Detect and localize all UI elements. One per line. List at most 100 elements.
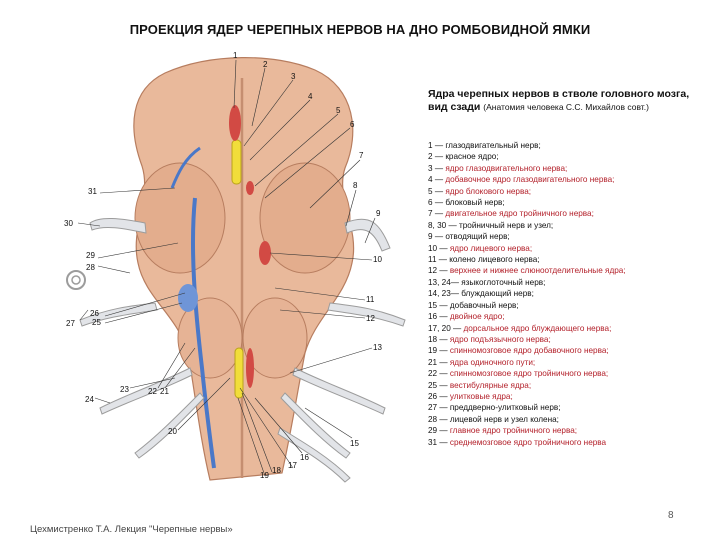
oculomotor-nucleus — [231, 139, 242, 185]
legend-item: 16 — двойное ядро; — [428, 311, 713, 322]
vestibular-nuclei — [178, 284, 198, 312]
legend-item-number: 15 — — [428, 300, 448, 310]
legend-item-number: 14, 23— — [428, 289, 459, 299]
legend-item: 19 — спинномозговое ядро добавочного нер… — [428, 345, 713, 356]
figure-label: 11 — [366, 295, 375, 304]
legend-item-text: отводящий нерв; — [445, 232, 510, 242]
legend-item-text: ядро лицевого нерва; — [449, 243, 533, 253]
legend-item-text: дорсальное ядро блуждающего нерва; — [463, 323, 612, 333]
legend-item-number: 25 — — [428, 380, 448, 390]
facial-nucleus — [259, 241, 271, 265]
legend-item-text: улитковые ядра; — [449, 391, 513, 401]
legend-item-text: лицевой нерв и узел колена; — [449, 414, 559, 424]
figure-label: 27 — [66, 319, 75, 328]
brainstem-illustration: 1 2 3 4 5 6 7 8 9 10 11 12 13 15 16 17 1… — [64, 51, 406, 483]
legend-item-number: 21 — — [428, 357, 448, 367]
left-trigeminal-nerve — [89, 218, 147, 234]
legend-item: 17, 20 — дорсальное ядро блуждающего нер… — [428, 323, 713, 334]
legend-item-text: среднемозговое ядро тройничного нерва — [449, 437, 607, 447]
legend-item-number: 5 — — [428, 186, 444, 196]
legend-item: 11 — колено лицевого нерва; — [428, 254, 713, 265]
legend-item-text: спинномозговое ядро добавочного нерва; — [449, 346, 609, 356]
ambiguus-nucleus — [246, 348, 254, 388]
legend-list: 1 — глазодвигательный нерв;2 — красное я… — [428, 140, 713, 448]
legend-item-number: 17, 20 — — [428, 323, 462, 333]
figure-caption: Ядра черепных нервов в стволе головного … — [428, 88, 708, 114]
figure-label: 17 — [288, 461, 297, 470]
legend-item: 13, 24— языкоглоточный нерв; — [428, 277, 713, 288]
legend-item: 14, 23— блуждающий нерв; — [428, 288, 713, 299]
legend-item-text: блуждающий нерв; — [461, 289, 534, 299]
figure-label: 15 — [350, 439, 359, 448]
figure-label: 12 — [366, 314, 375, 323]
page-number: 8 — [668, 510, 674, 521]
legend-item: 22 — спинномозговое ядро тройничного нер… — [428, 368, 713, 379]
figure-label: 28 — [86, 263, 95, 272]
figure-label: 26 — [90, 309, 99, 318]
legend-item-number: 3 — — [428, 163, 444, 173]
right-glossopharyngeal-nerve — [292, 367, 386, 415]
legend-item-text: двигательное ядро тройничного нерва; — [445, 209, 594, 219]
legend-item-text: ядро блокового нерва; — [445, 186, 532, 196]
figure-label: 16 — [300, 453, 309, 462]
legend-item: 9 — отводящий нерв; — [428, 231, 713, 242]
right-trigeminal-nerve — [344, 218, 391, 252]
figure-label: 3 — [291, 72, 296, 81]
legend-item-text: блоковый нерв; — [445, 198, 505, 208]
legend-item: 12 — верхнее и нижнее слюноотделительные… — [428, 265, 713, 276]
figure-label: 25 — [92, 318, 101, 327]
figure-label: 4 — [308, 92, 313, 101]
legend-item-number: 2 — — [428, 152, 444, 162]
legend-item: 4 — добавочное ядро глазодвигательного н… — [428, 174, 713, 185]
legend-item-text: глазодвигательный нерв; — [445, 141, 541, 150]
legend-item-text: добавочный нерв; — [449, 300, 519, 310]
legend-item-number: 16 — — [428, 312, 448, 322]
right-vagus-nerve — [280, 392, 351, 459]
figure-label: 1 — [233, 51, 238, 60]
left-glossopharyngeal-nerve — [99, 367, 193, 415]
legend-item-text: тройничный нерв и узел; — [458, 220, 554, 230]
legend-item-number: 8, 30 — — [428, 220, 457, 230]
right-facial-nerve — [327, 302, 406, 327]
legend-item: 27 — преддверно-улитковый нерв; — [428, 402, 713, 413]
legend-item: 29 — главное ядро тройничного нерва; — [428, 425, 713, 436]
legend-item-number: 11 — — [428, 255, 447, 265]
legend-item-text: добавочное ядро глазодвигательного нерва… — [445, 175, 615, 185]
figure-labels: 1 2 3 4 5 6 7 8 9 10 11 12 13 15 16 17 1… — [64, 51, 382, 480]
figure-label: 22 — [148, 387, 157, 396]
accessory-nerve — [277, 427, 351, 483]
legend-item-number: 29 — — [428, 426, 448, 436]
red-nucleus — [229, 105, 241, 141]
footer-credit: Цехмистренко Т.А. Лекция "Черепные нервы… — [30, 524, 233, 535]
figure-label: 2 — [263, 60, 268, 69]
legend-item: 18 — ядро подъязычного нерва; — [428, 334, 713, 345]
legend-item: 25 — вестибулярные ядра; — [428, 380, 713, 391]
left-vagus-nerve — [134, 392, 205, 459]
left-lateral-mass — [134, 162, 226, 274]
legend-item-number: 1 — — [428, 141, 444, 150]
figure-label: 13 — [373, 343, 382, 352]
legend-item-text: ядро подъязычного нерва; — [449, 334, 551, 344]
figure-label: 9 — [376, 209, 381, 218]
legend-item: 26 — улитковые ядра; — [428, 391, 713, 402]
trigeminal-spinal-nucleus — [190, 197, 216, 469]
legend-item-number: 4 — — [428, 175, 444, 185]
legend-item-number: 12 — — [428, 266, 448, 276]
legend-item: 2 — красное ядро; — [428, 151, 713, 162]
legend-item-text: колено лицевого нерва; — [449, 255, 540, 265]
legend-item: 5 — ядро блокового нерва; — [428, 186, 713, 197]
figure-label: 29 — [86, 251, 95, 260]
legend-item-text: двойное ядро; — [449, 312, 505, 322]
legend-item: 6 — блоковый нерв; — [428, 197, 713, 208]
legend-item: 31 — среднемозговое ядро тройничного нер… — [428, 437, 713, 448]
lower-left-mass — [177, 297, 243, 379]
trochlear-nucleus — [246, 181, 254, 195]
legend-item-text: верхнее и нижнее слюноотделительные ядра… — [449, 266, 626, 276]
legend-item: 28 — лицевой нерв и узел колена; — [428, 414, 713, 425]
legend-item-number: 28 — — [428, 414, 448, 424]
legend-item-text: преддверно-улитковый нерв; — [449, 403, 561, 413]
figure-label: 7 — [359, 151, 364, 160]
figure-label: 23 — [120, 385, 129, 394]
legend-item-text: главное ядро тройничного нерва; — [449, 426, 578, 436]
legend-item-number: 27 — — [428, 403, 448, 413]
